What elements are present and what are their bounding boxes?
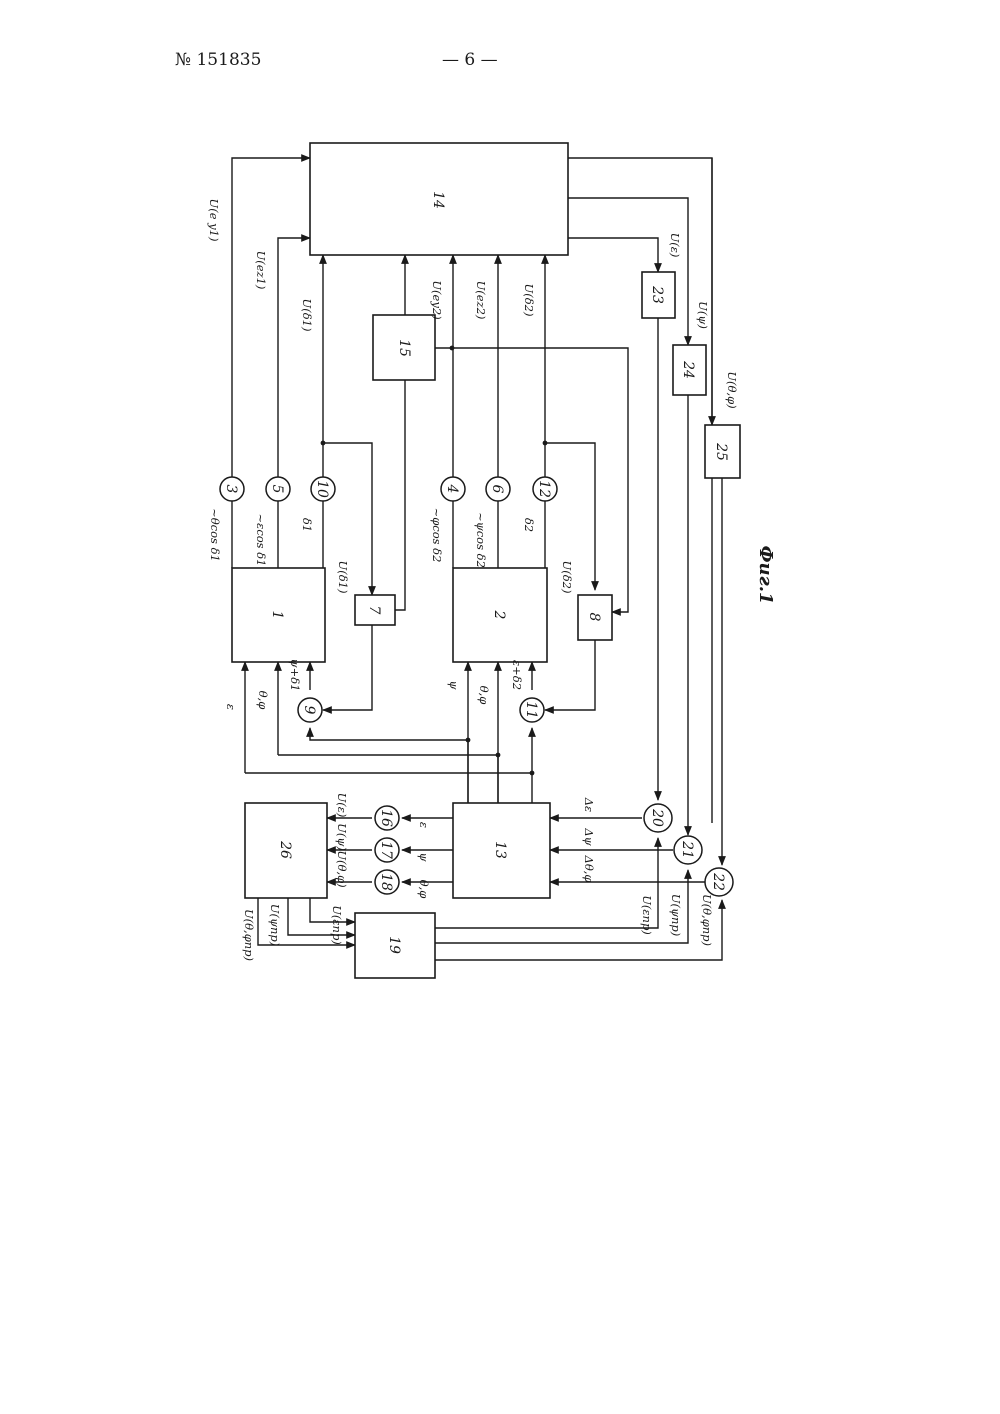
label-u-theta-phi: U(θ,φ)	[725, 371, 739, 408]
svg-text:6: 6	[489, 485, 505, 494]
svg-text:4: 4	[444, 484, 460, 494]
label-u-eps-26: U(ε)	[335, 793, 349, 818]
label-u-psi-np: U(ψnp)	[669, 894, 683, 936]
block-8-number: 8	[586, 613, 602, 622]
label-delta-eps: Δε	[582, 797, 596, 812]
label-eps-delta2: ε+δ2	[510, 660, 524, 690]
circle-21: 21	[674, 836, 702, 864]
svg-text:16: 16	[378, 809, 394, 827]
svg-text:17: 17	[378, 841, 394, 859]
svg-text:21: 21	[679, 840, 695, 859]
circle-16: 16	[375, 806, 399, 830]
circle-3: 3	[220, 477, 244, 501]
label-delta1: δ1	[300, 518, 314, 532]
label-u-psi-26: U(ψ)	[335, 823, 349, 851]
block-14: 14	[310, 143, 568, 255]
label-u-eps-np-26: U(εnp)	[330, 905, 344, 945]
svg-text:9: 9	[301, 706, 317, 715]
label-u-ez2: U(ez2)	[474, 281, 488, 320]
block-24-number: 24	[680, 360, 696, 379]
label-out-theta-phi: θ,φ	[417, 880, 431, 899]
svg-text:11: 11	[523, 701, 539, 719]
circle-22: 22	[705, 868, 733, 896]
label-out-psi: ψ	[417, 852, 431, 862]
label-eps-in: ε	[224, 704, 238, 710]
block-19-number: 19	[386, 936, 402, 954]
label-u-eps-np: U(εnp)	[640, 895, 654, 935]
label-u-eps: U(ε)	[668, 233, 682, 258]
block-23-number: 23	[649, 285, 665, 304]
block-15-number: 15	[396, 339, 412, 357]
block-7: 7	[355, 595, 395, 625]
block-1: 1	[232, 568, 325, 662]
label-u-theta-phi-np: U(θ,φnp)	[700, 894, 714, 946]
label-u-theta-phi-26: U(θ,φ)	[335, 850, 349, 887]
block-25: 25	[705, 425, 740, 478]
label-u-d1: U(δ1)	[300, 299, 314, 332]
block-26: 26	[245, 803, 327, 898]
label-delta2: δ2	[522, 518, 536, 532]
label-u-theta-phi-np-26: U(θ,φnp)	[242, 909, 256, 961]
circle-17: 17	[375, 838, 399, 862]
svg-text:3: 3	[223, 485, 239, 494]
svg-text:18: 18	[378, 873, 394, 891]
block-13: 13	[453, 803, 550, 898]
label-psi-delta1: ψ+δ1	[288, 659, 302, 692]
label-delta-psi: Δψ	[582, 827, 596, 846]
label-out-eps: ε	[417, 822, 431, 828]
svg-text:5: 5	[269, 485, 285, 494]
block-26-number: 26	[277, 840, 293, 859]
svg-text:12: 12	[536, 480, 552, 498]
block-8: 8	[578, 595, 612, 640]
label-psi-in: ψ	[447, 680, 461, 690]
circle-5: 5	[266, 477, 290, 501]
label-eps-cos-d1: ~εcos δ1	[254, 514, 268, 567]
svg-text:20: 20	[649, 808, 665, 827]
block-1-number: 1	[269, 611, 285, 620]
figure-caption: Фиг.1	[755, 545, 776, 604]
label-phi-cos-d2: ~φcos δ2	[430, 508, 444, 563]
label-theta-cos-d1: ~θcos δ1	[208, 508, 222, 562]
label-u-d2: U(δ2)	[522, 284, 536, 317]
label-theta-phi-in1: θ,φ	[256, 691, 270, 710]
circle-12: 12	[533, 477, 557, 501]
block-2: 2	[453, 568, 547, 662]
label-theta-phi-in2: θ,φ	[477, 686, 491, 705]
block-13-number: 13	[492, 841, 508, 859]
label-u-ey2: U(ey2)	[430, 280, 444, 319]
circle-20: 20	[644, 804, 672, 832]
block-23: 23	[642, 272, 675, 318]
block-7-number: 7	[366, 606, 382, 615]
circle-9: 9	[298, 698, 322, 722]
circle-18: 18	[375, 870, 399, 894]
label-u-d1-block7: U(δ1)	[336, 561, 350, 594]
label-delta-theta-phi: Δθ,φ	[582, 855, 596, 883]
circle-4: 4	[441, 477, 465, 501]
block-14-number: 14	[430, 191, 446, 209]
label-u-psi: U(ψ)	[696, 301, 710, 329]
svg-text:10: 10	[314, 480, 330, 498]
svg-text:22: 22	[710, 872, 726, 891]
circle-10: 10	[311, 477, 335, 501]
block-25-number: 25	[713, 442, 729, 461]
block-19: 19	[355, 913, 435, 978]
label-u-d2-block8: U(δ2)	[560, 561, 574, 594]
circle-11: 11	[520, 698, 544, 722]
block-15: 15	[373, 315, 435, 380]
label-u-psi-np-26: U(ψnp)	[268, 904, 282, 946]
label-u-ey1: U(e y1)	[207, 199, 221, 242]
label-u-ez1: U(ez1)	[254, 251, 268, 290]
label-psi-cos-d2: ~ψcos δ2	[474, 512, 488, 568]
block-2-number: 2	[491, 610, 507, 620]
block-24: 24	[673, 345, 706, 395]
circle-6: 6	[486, 477, 510, 501]
